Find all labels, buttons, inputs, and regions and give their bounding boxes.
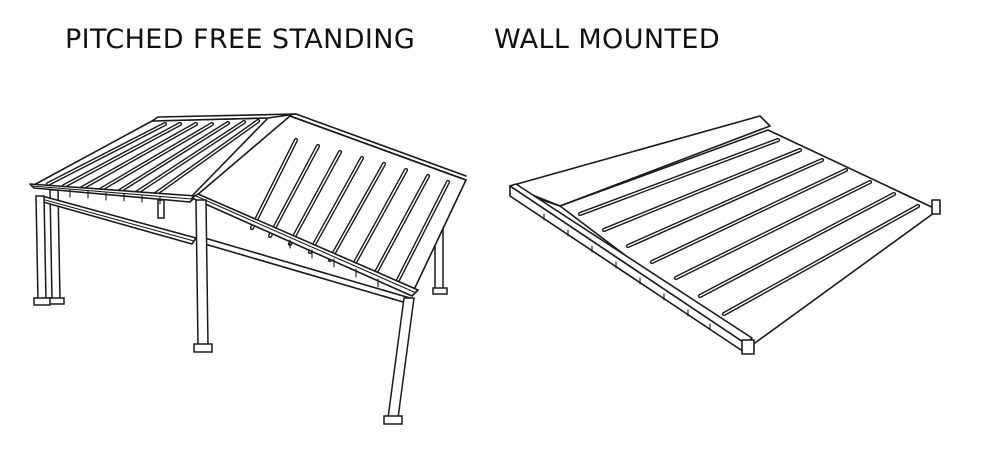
rear-middle-post bbox=[157, 199, 165, 219]
left-gable-frame bbox=[29, 183, 197, 205]
front-middle-post bbox=[193, 199, 213, 353]
wall-mounted-caption: WALL MOUNTED bbox=[494, 24, 721, 55]
front-gable-beam bbox=[191, 193, 419, 305]
front-right-post bbox=[383, 297, 415, 425]
left-side-beam bbox=[35, 195, 197, 245]
right-roof-panel bbox=[195, 113, 467, 295]
wall-mounted-illustration bbox=[509, 115, 941, 355]
roof-slats bbox=[577, 137, 921, 317]
pitched-free-standing-illustration bbox=[29, 113, 467, 425]
left-roof-panel bbox=[31, 113, 297, 199]
wall-flashing-panel bbox=[509, 115, 771, 207]
gutter-fixings bbox=[543, 213, 711, 331]
front-left-post bbox=[33, 195, 51, 306]
pitched-free-standing-caption: PITCHED FREE STANDING bbox=[65, 24, 416, 55]
